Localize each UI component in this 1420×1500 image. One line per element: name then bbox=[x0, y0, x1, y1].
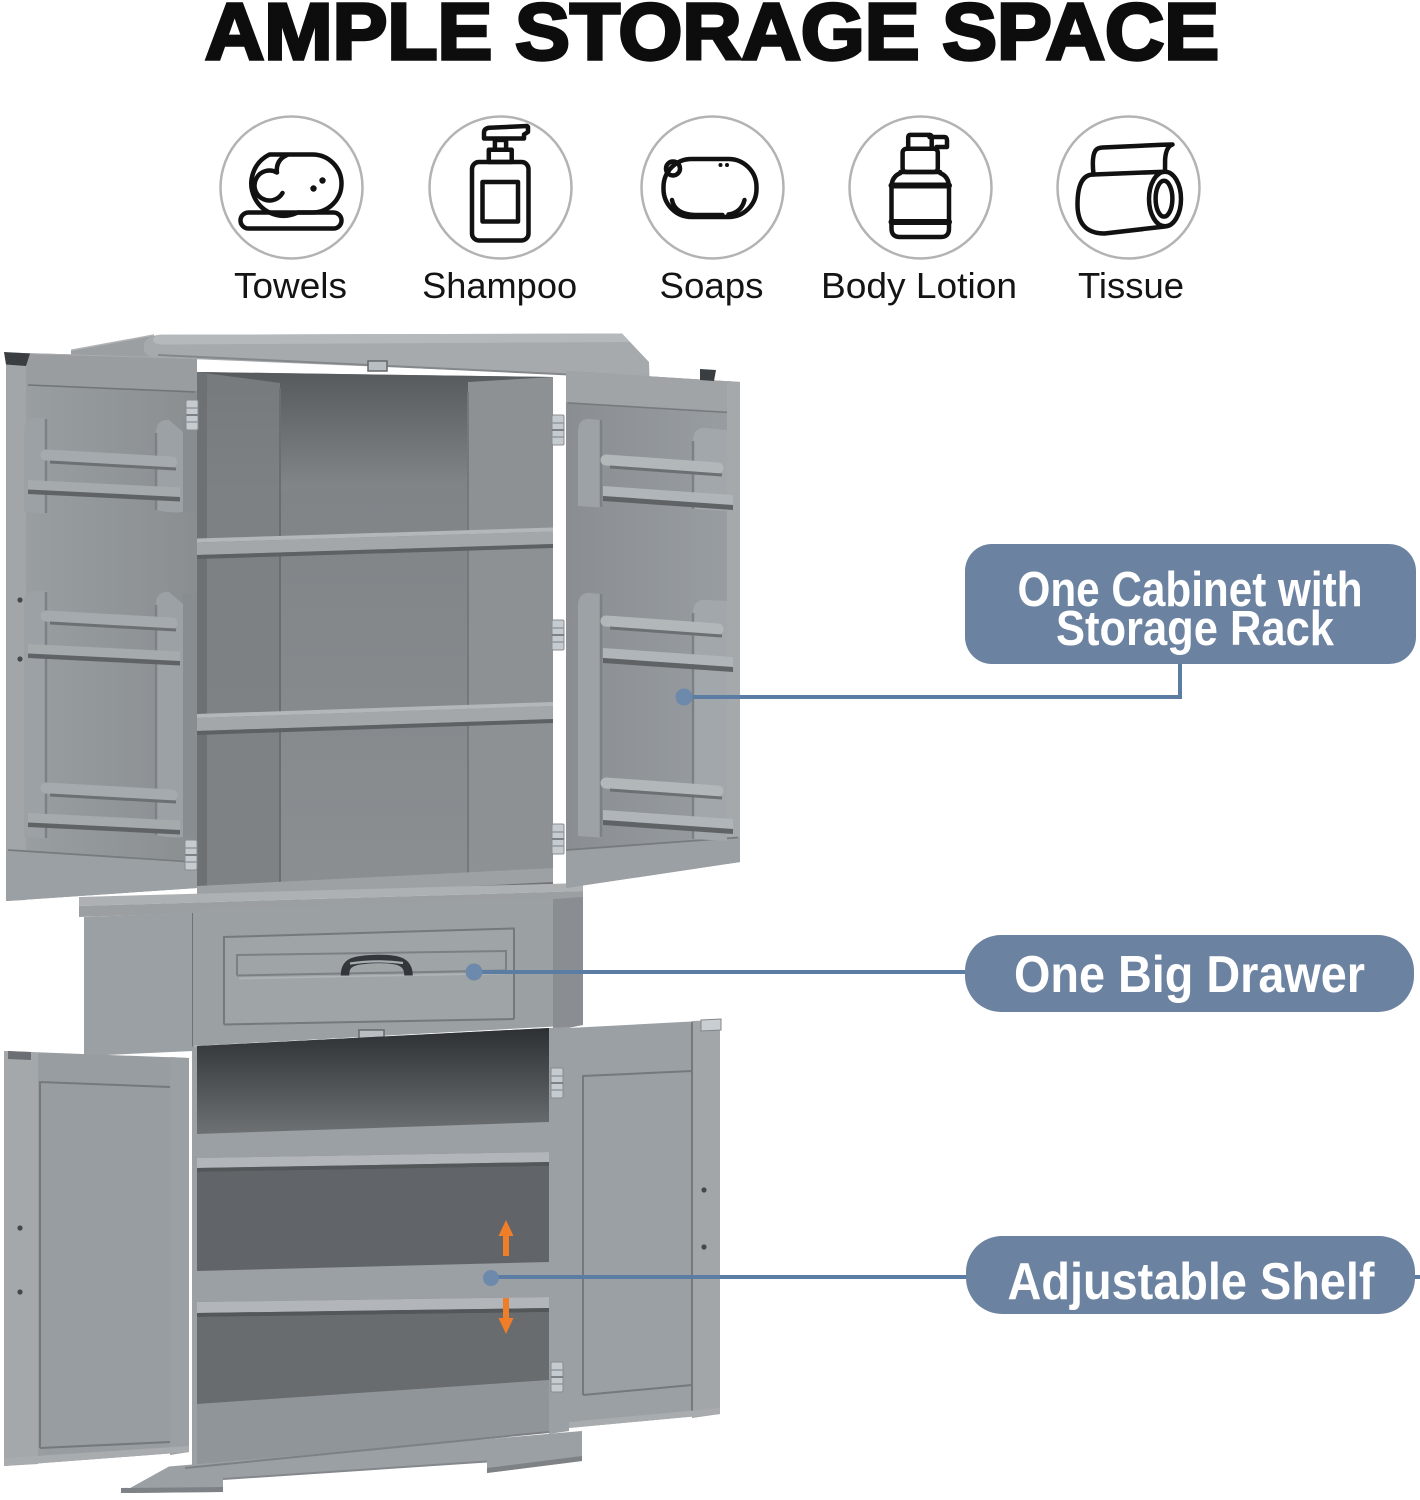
svg-text:Adjustable Shelf: Adjustable Shelf bbox=[1008, 1253, 1376, 1311]
svg-text:Tissue: Tissue bbox=[1078, 265, 1184, 306]
svg-text:Body Lotion: Body Lotion bbox=[821, 265, 1017, 306]
svg-text:AMPLE STORAGE SPACE: AMPLE STORAGE SPACE bbox=[205, 0, 1219, 76]
svg-text:Shampoo: Shampoo bbox=[422, 265, 577, 306]
svg-text:One Cabinet with: One Cabinet with bbox=[1018, 563, 1363, 617]
svg-text:One Big Drawer: One Big Drawer bbox=[1014, 946, 1365, 1004]
svg-text:Soaps: Soaps bbox=[660, 265, 764, 306]
svg-text:Storage Rack: Storage Rack bbox=[1056, 602, 1335, 656]
svg-text:Towels: Towels bbox=[234, 265, 347, 306]
